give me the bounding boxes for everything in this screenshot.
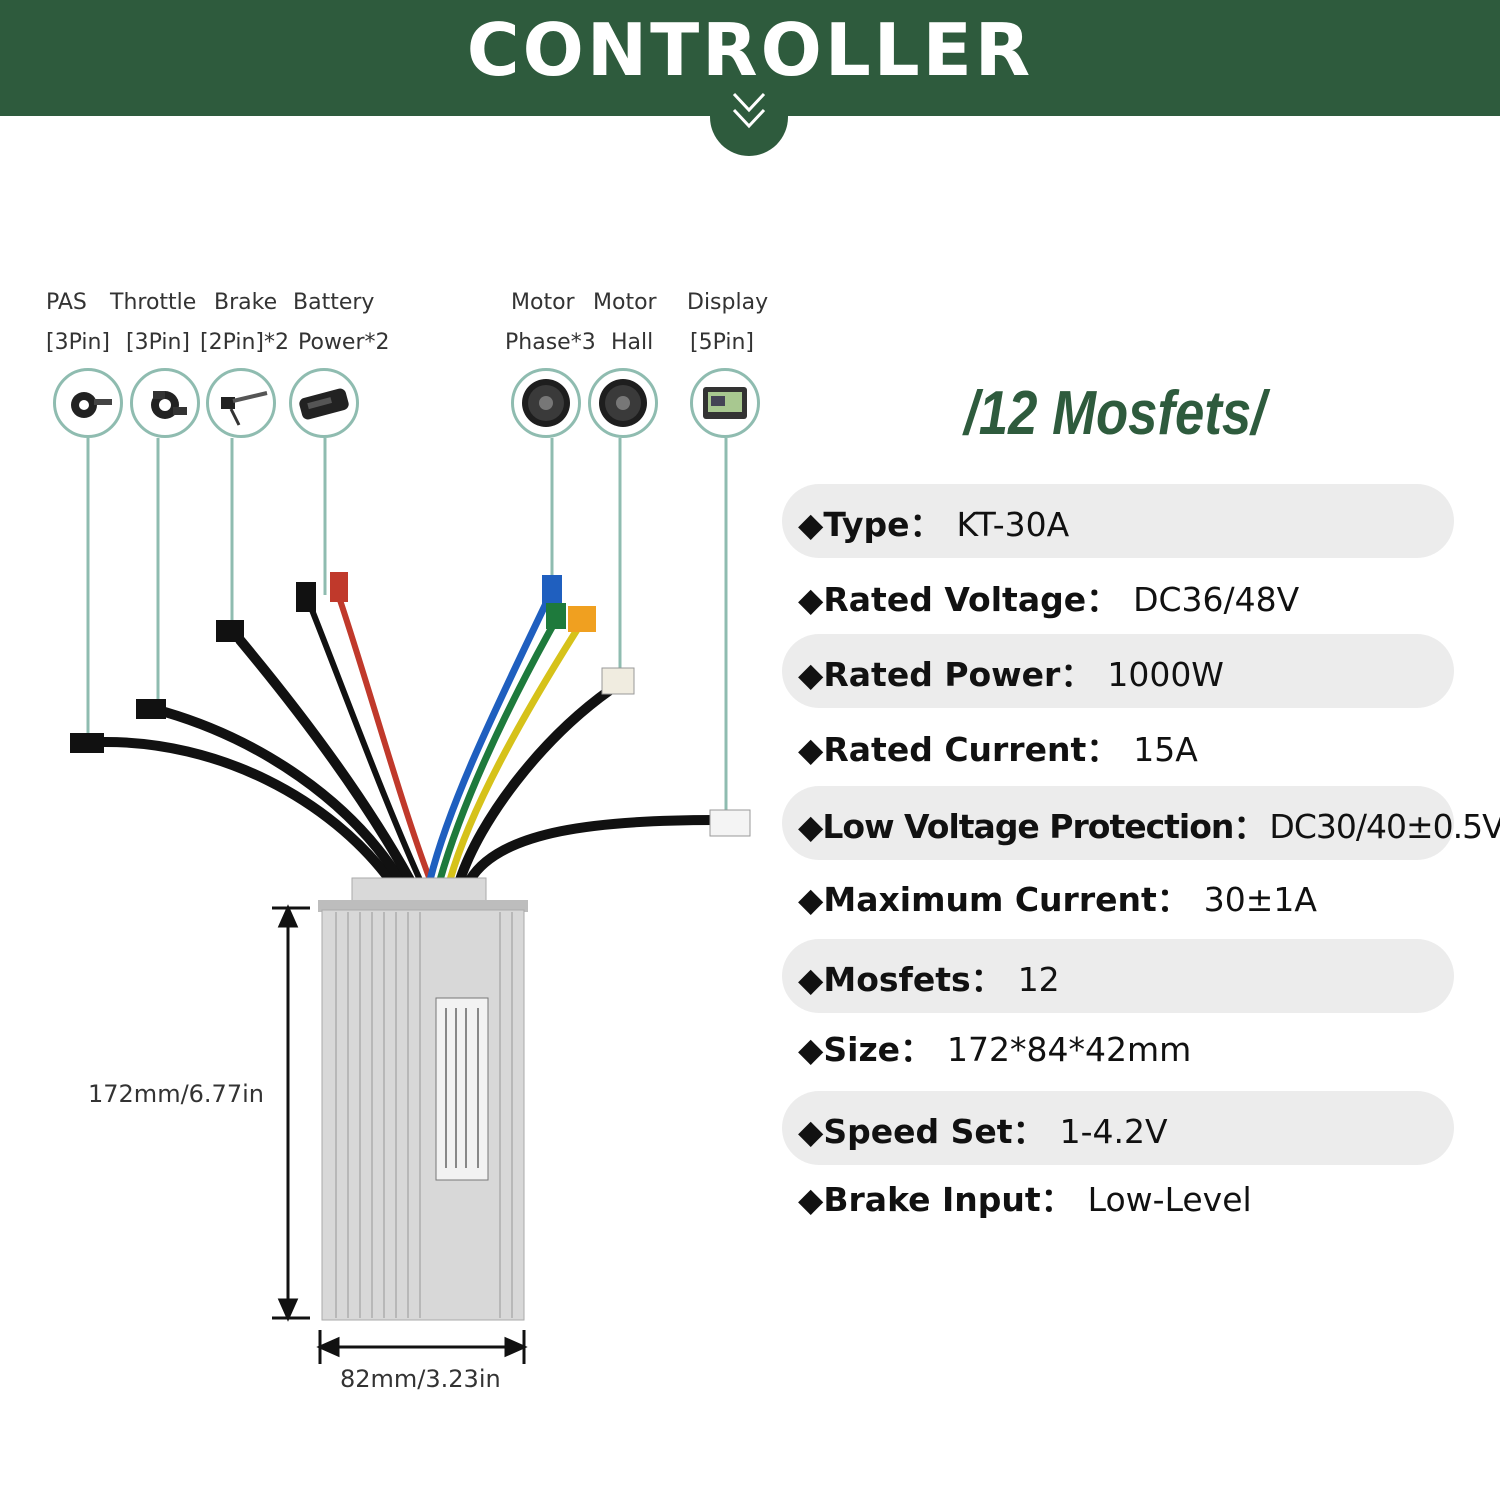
connector-pin-pas: [3Pin] <box>46 330 111 355</box>
dimension-arrows <box>272 904 528 1364</box>
leader-lines <box>86 438 728 820</box>
spec-row: ◆Size： 172*84*42mm <box>782 1009 1454 1083</box>
spec-key: ◆Low Voltage Protection： <box>798 807 1266 846</box>
connector-label-pas: PAS <box>46 290 87 315</box>
spec-key: ◆Brake Input： <box>798 1180 1074 1219</box>
connector-pin-display: [5Pin] <box>690 330 755 355</box>
spec-key: ◆Mosfets： <box>798 960 1004 999</box>
controller-box <box>318 877 528 1321</box>
height-dimension-label: 172mm/6.77in <box>88 1080 264 1108</box>
spec-value: 172*84*42mm <box>947 1030 1192 1069</box>
controller-diagram <box>70 438 751 1364</box>
connector-label-battery: Battery <box>293 290 375 315</box>
spec-value: 12 <box>1017 960 1060 999</box>
connector-label-motor-phase: Motor <box>511 290 575 315</box>
spec-row: ◆Speed Set： 1-4.2V <box>782 1091 1454 1165</box>
connector-label-display: Display <box>687 290 769 315</box>
connector-pin-motor-hall: Hall <box>611 330 654 355</box>
spec-row: ◆Rated Power： 1000W <box>782 634 1454 708</box>
display-icon <box>690 368 760 438</box>
connector-pin-throttle: [3Pin] <box>126 330 191 355</box>
spec-key: ◆Maximum Current： <box>798 880 1190 919</box>
spec-row: ◆Rated Current： 15A <box>782 709 1454 783</box>
spec-row: ◆Maximum Current： 30±1A <box>782 859 1454 933</box>
wires <box>95 591 720 885</box>
page-title: CONTROLLER <box>466 8 1034 92</box>
throttle-icon <box>130 368 200 438</box>
spec-row: ◆Mosfets： 12 <box>782 939 1454 1013</box>
spec-row: ◆Rated Voltage： DC36/48V <box>782 559 1454 633</box>
connector-label-brake: Brake <box>214 290 278 315</box>
pas-sensor-icon <box>53 368 123 438</box>
spec-key: ◆Speed Set： <box>798 1112 1046 1151</box>
connector-label-throttle: Throttle <box>110 290 197 315</box>
chevron-down-icon <box>710 80 788 156</box>
spec-value: 15A <box>1133 730 1198 769</box>
spec-row: ◆Low Voltage Protection：DC30/40±0.5V <box>782 786 1500 860</box>
motor-hall-icon <box>588 368 658 438</box>
brake-lever-icon <box>206 368 276 438</box>
spec-row: ◆Brake Input： Low-Level <box>782 1159 1454 1233</box>
connector-pin-brake: [2Pin]*2 <box>200 330 289 355</box>
spec-value: 30±1A <box>1203 880 1317 919</box>
battery-icon <box>289 368 359 438</box>
connector-pin-motor-phase: Phase*3 <box>505 330 596 355</box>
spec-value: Low-Level <box>1087 1180 1252 1219</box>
width-dimension-label: 82mm/3.23in <box>340 1365 501 1393</box>
specs-title: /12 Mosfets/ <box>964 379 1266 448</box>
connector-label-motor-hall: Motor <box>593 290 657 315</box>
spec-key: ◆Rated Voltage： <box>798 580 1120 619</box>
spec-value: DC30/40±0.5V <box>1269 807 1500 846</box>
connector-plugs <box>70 572 751 837</box>
connector-pin-battery: Power*2 <box>298 330 390 355</box>
spec-value: 1000W <box>1107 655 1224 694</box>
spec-value: 1-4.2V <box>1059 1112 1168 1151</box>
spec-row: ◆Type： KT-30A <box>782 484 1454 558</box>
spec-value: DC36/48V <box>1133 580 1300 619</box>
spec-key: ◆Type： <box>798 505 943 544</box>
spec-key: ◆Size： <box>798 1030 934 1069</box>
spec-value: KT-30A <box>956 505 1070 544</box>
motor-phase-icon <box>511 368 581 438</box>
spec-key: ◆Rated Power： <box>798 655 1094 694</box>
spec-key: ◆Rated Current： <box>798 730 1120 769</box>
